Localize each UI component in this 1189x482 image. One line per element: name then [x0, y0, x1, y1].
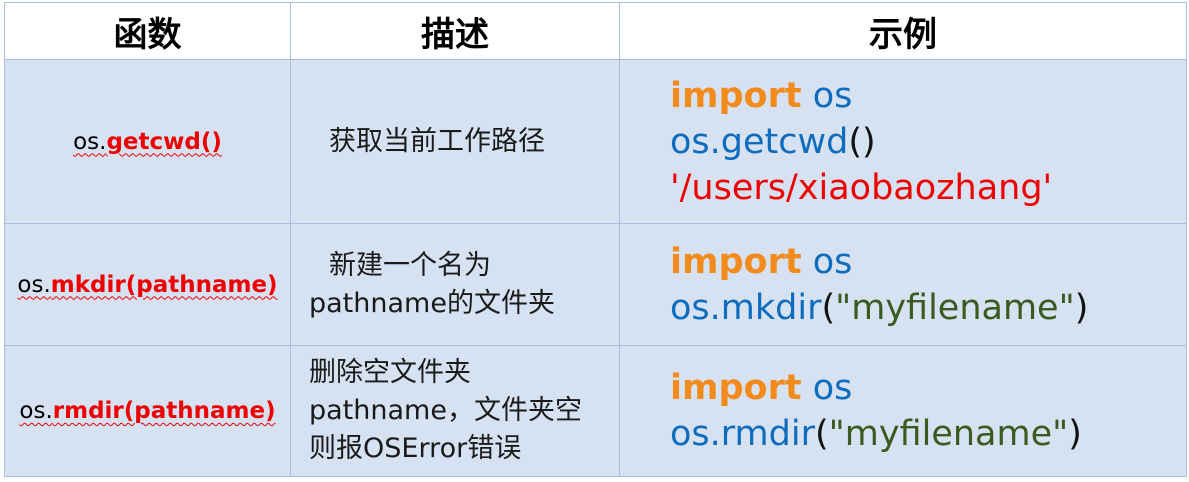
description-line: pathname，文件夹空: [309, 395, 582, 426]
function-name: mkdir(pathname): [50, 271, 278, 298]
example-cell: import os os.mkdir("myfilename"): [619, 223, 1187, 346]
table-row-mkdir: os.mkdir(pathname) 新建一个名为 pathname的文件夹 i…: [4, 223, 1187, 346]
code-line-call: os.getcwd(): [670, 119, 1186, 165]
module-name: os: [801, 368, 853, 408]
header-function: 函数: [4, 2, 291, 60]
module-name: os: [801, 75, 853, 116]
keyword-import: import: [670, 368, 802, 408]
code-line-output: '/users/xiaobaozhang': [670, 167, 1053, 208]
paren-close: ): [862, 121, 876, 162]
description-line: pathname的文件夹: [309, 287, 555, 319]
paren-open: (: [814, 414, 829, 454]
string-argument: "myfilename": [835, 287, 1075, 328]
example-cell: import os os.getcwd() '/users/xiaobaozha…: [619, 59, 1187, 224]
description-line: 删除空文件夹: [309, 357, 471, 388]
function-prefix: os.: [17, 271, 51, 298]
paren-close: ): [1068, 414, 1082, 454]
keyword-import: import: [670, 75, 802, 116]
code-line-import: import os: [670, 239, 1186, 285]
os-functions-table: 函数 描述 示例 os.getcwd() 获取当前工作路径 import os …: [4, 2, 1187, 477]
description-line: 新建一个名为: [329, 249, 491, 281]
description-line: 获取当前工作路径: [329, 125, 545, 157]
paren-close: ): [1074, 287, 1089, 328]
function-cell: os.getcwd(): [4, 59, 291, 224]
header-description: 描述: [290, 2, 620, 60]
table-row-rmdir: os.rmdir(pathname) 删除空文件夹 pathname，文件夹空 …: [4, 345, 1187, 477]
function-name: rmdir(pathname): [52, 398, 276, 424]
code-line-call: os.mkdir("myfilename"): [670, 285, 1186, 331]
string-argument: "myfilename": [828, 414, 1069, 454]
code-line-import: import os: [670, 73, 1186, 119]
function-prefix: os.: [19, 398, 53, 424]
module-name: os: [801, 241, 853, 282]
table-row-getcwd: os.getcwd() 获取当前工作路径 import os os.getcwd…: [4, 59, 1187, 224]
function-call: os.rmdir: [670, 414, 815, 454]
paren-open: (: [848, 121, 862, 162]
example-cell: import os os.rmdir("myfilename"): [619, 345, 1187, 477]
keyword-import: import: [670, 241, 802, 282]
header-row: 函数 描述 示例: [4, 2, 1187, 60]
function-call: os.mkdir: [670, 287, 822, 328]
function-cell: os.rmdir(pathname): [4, 345, 291, 477]
header-example: 示例: [619, 2, 1187, 60]
function-prefix: os.: [73, 128, 107, 155]
description-cell: 获取当前工作路径: [290, 59, 620, 224]
description-cell: 删除空文件夹 pathname，文件夹空 则报OSError错误: [290, 345, 620, 477]
code-line-call: os.rmdir("myfilename"): [670, 411, 1186, 457]
function-call: os.getcwd: [670, 121, 849, 162]
paren-open: (: [821, 287, 836, 328]
description-cell: 新建一个名为 pathname的文件夹: [290, 223, 620, 346]
function-cell: os.mkdir(pathname): [4, 223, 291, 346]
description-line: 则报OSError错误: [309, 433, 522, 464]
code-line-import: import os: [670, 365, 1186, 411]
function-name: getcwd(): [106, 128, 222, 155]
